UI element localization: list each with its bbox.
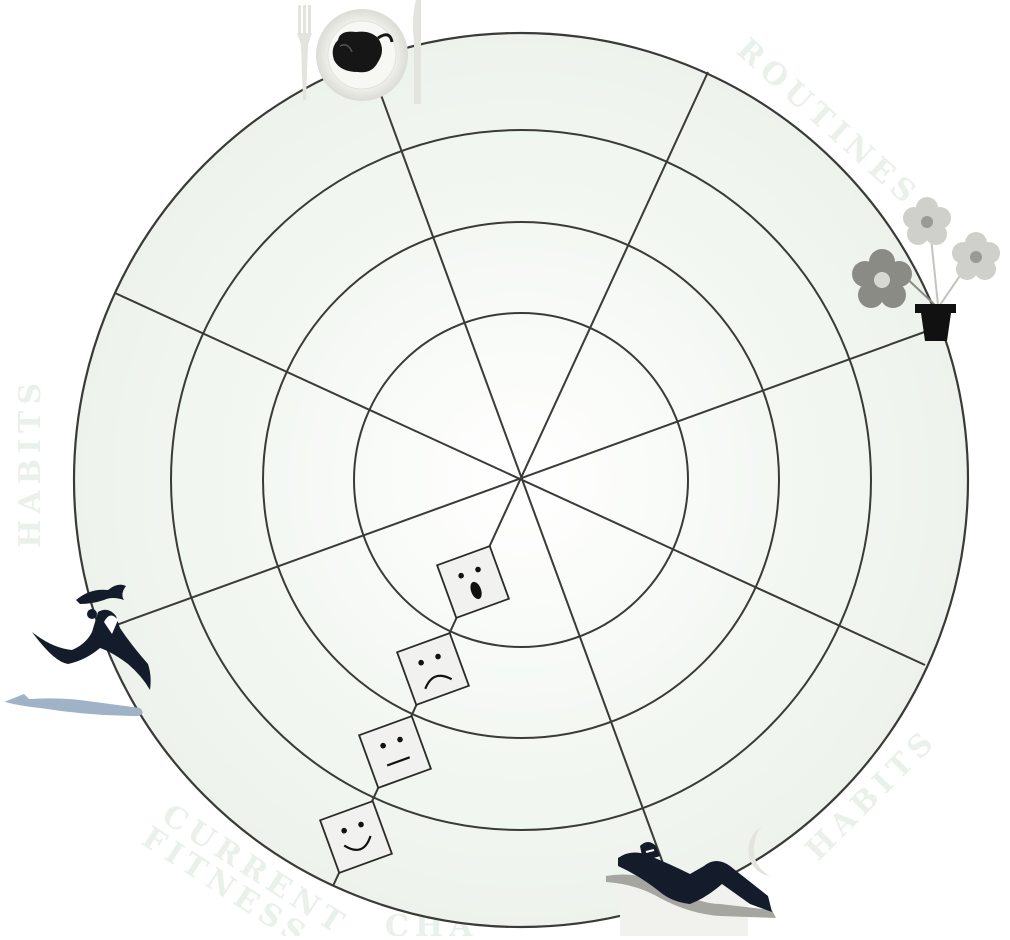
watermark-habits-left: HABITS: [13, 377, 48, 548]
